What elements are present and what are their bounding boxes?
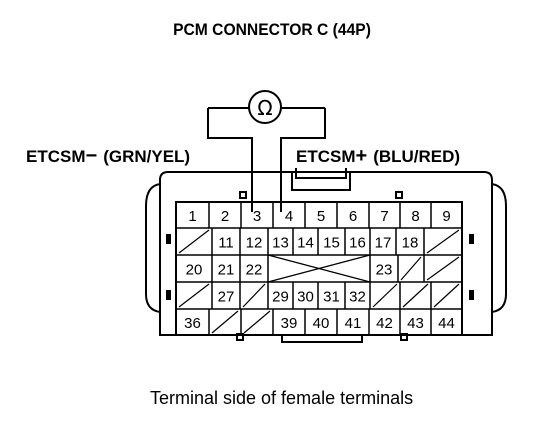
diagram-caption: Terminal side of female terminals: [150, 388, 414, 408]
pin-16: 16: [349, 235, 366, 252]
ohmmeter: Ω: [207, 90, 326, 212]
pin-44: 44: [438, 315, 455, 332]
pin-11: 11: [218, 235, 234, 252]
pin-23: 23: [376, 262, 393, 279]
pin-2: 2: [221, 208, 229, 225]
wire-label-left: ETCSM−(GRN/YEL): [26, 145, 190, 167]
pin-13: 13: [272, 235, 289, 252]
pin-27: 27: [218, 289, 235, 306]
pin-41: 41: [345, 315, 362, 332]
pin-12: 12: [246, 235, 263, 252]
latch-mark-left-top: [166, 234, 171, 244]
pin-17: 17: [375, 235, 392, 252]
pin-18: 18: [402, 235, 419, 252]
pin-22: 22: [246, 262, 263, 279]
pin-40: 40: [313, 315, 330, 332]
ohm-meter-circle: [248, 90, 282, 124]
pin-29: 29: [272, 289, 289, 306]
pin-32: 32: [349, 289, 366, 306]
probe-lead-left: [207, 108, 253, 212]
latch-mark-right-top: [469, 234, 474, 244]
pin-1: 1: [188, 208, 196, 225]
pin-7: 7: [380, 208, 388, 225]
pin-36: 36: [184, 315, 201, 332]
pin-8: 8: [411, 208, 419, 225]
probe-lead-right: [280, 108, 326, 212]
pin-9: 9: [442, 208, 450, 225]
wire-label-right: ETCSM+(BLU/RED): [296, 145, 460, 167]
latch-mark-right-bottom: [469, 290, 474, 300]
pin-4: 4: [285, 208, 293, 225]
pin-31: 31: [323, 289, 340, 306]
pin-21: 21: [218, 262, 235, 279]
pin-42: 42: [376, 315, 393, 332]
diagram-title: PCM CONNECTOR C (44P): [173, 20, 371, 39]
pin-30: 30: [297, 289, 314, 306]
connector-housing: [145, 168, 507, 343]
pin-6: 6: [349, 208, 357, 225]
pin-43: 43: [407, 315, 424, 332]
latch-mark-left-bottom: [166, 290, 171, 300]
pin-15: 15: [323, 235, 340, 252]
pin-5: 5: [317, 208, 325, 225]
ohm-symbol: Ω: [257, 96, 272, 120]
pin-grid-frame: [175, 201, 463, 336]
pin-20: 20: [186, 262, 203, 279]
pin-3: 3: [253, 208, 261, 225]
pin-39: 39: [281, 315, 298, 332]
pin-14: 14: [297, 235, 314, 252]
